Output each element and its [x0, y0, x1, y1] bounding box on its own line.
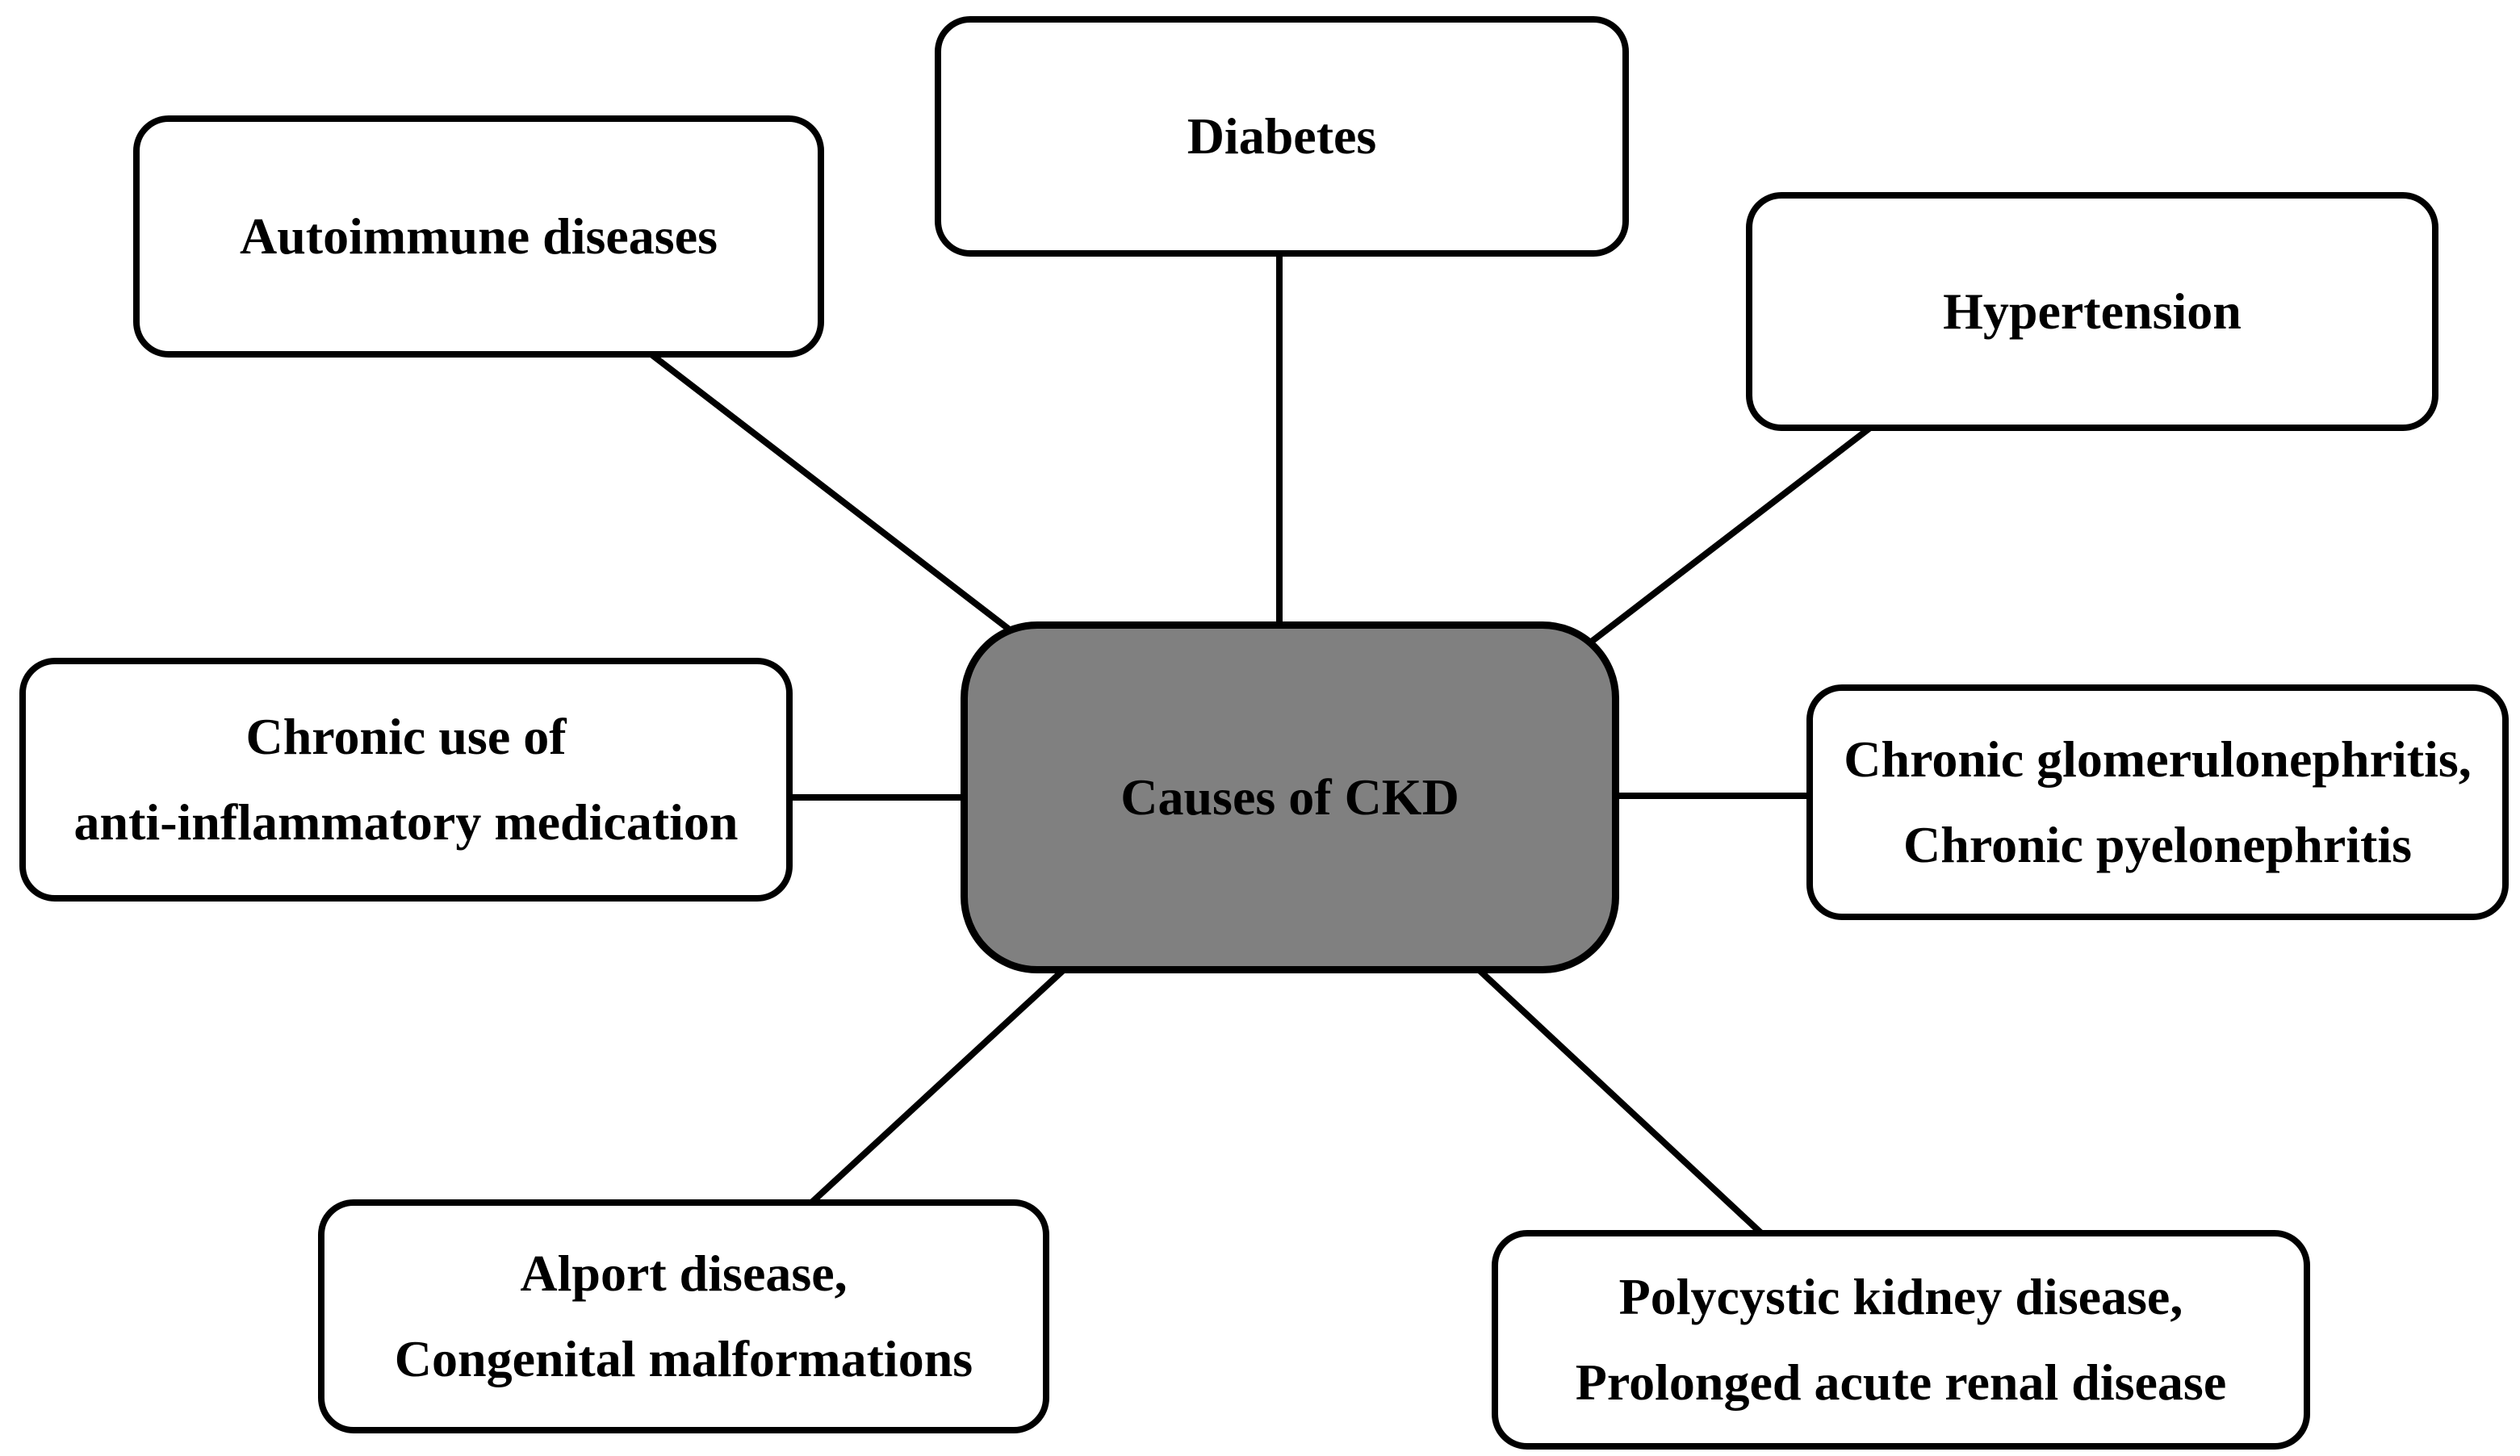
node-alport-congenital: Alport disease, Congenital malformations [318, 1199, 1049, 1433]
connector-autoimmune [639, 344, 1028, 645]
node-polycystic-label-line2: Prolonged acute renal disease [1575, 1353, 2227, 1411]
node-glomerulo-label-line1: Chronic glomerulonephritis, [1844, 730, 2472, 789]
node-autoimmune-diseases: Autoimmune diseases [133, 115, 824, 358]
connector-alport [805, 962, 1072, 1209]
center-node-label: Causes of CKD [1120, 768, 1459, 826]
node-antiinflam-label-line1: Chronic use of [245, 708, 567, 766]
node-hypertension: Hypertension [1746, 192, 2438, 431]
node-diabetes: Diabetes [935, 16, 1629, 257]
node-diabetes-label: Diabetes [1187, 107, 1377, 165]
node-autoimmune-label: Autoimmune diseases [239, 207, 718, 266]
node-chronic-anti-inflammatory-use: Chronic use of anti-inflammatory medicat… [19, 658, 793, 902]
node-antiinflam-label-line2: anti-inflammatory medication [73, 793, 739, 851]
node-alport-label-line1: Alport disease, [520, 1245, 848, 1303]
connector-polycystic [1471, 962, 1774, 1245]
node-polycystic-label-line1: Polycystic kidney disease, [1618, 1268, 2183, 1326]
node-alport-label-line2: Congenital malformations [394, 1330, 973, 1387]
node-chronic-glomerulonephritis-pyelonephritis: Chronic glomerulonephritis, Chronic pyel… [1806, 684, 2509, 920]
node-hypertension-label: Hypertension [1943, 282, 2242, 341]
node-glomerulo-label-line2: Chronic pyelonephritis [1903, 816, 2412, 873]
connector-hypertension [1584, 416, 1883, 649]
node-causes-of-ckd: Causes of CKD [961, 621, 1619, 973]
node-polycystic-prolonged-acute: Polycystic kidney disease, Prolonged acu… [1492, 1230, 2310, 1450]
